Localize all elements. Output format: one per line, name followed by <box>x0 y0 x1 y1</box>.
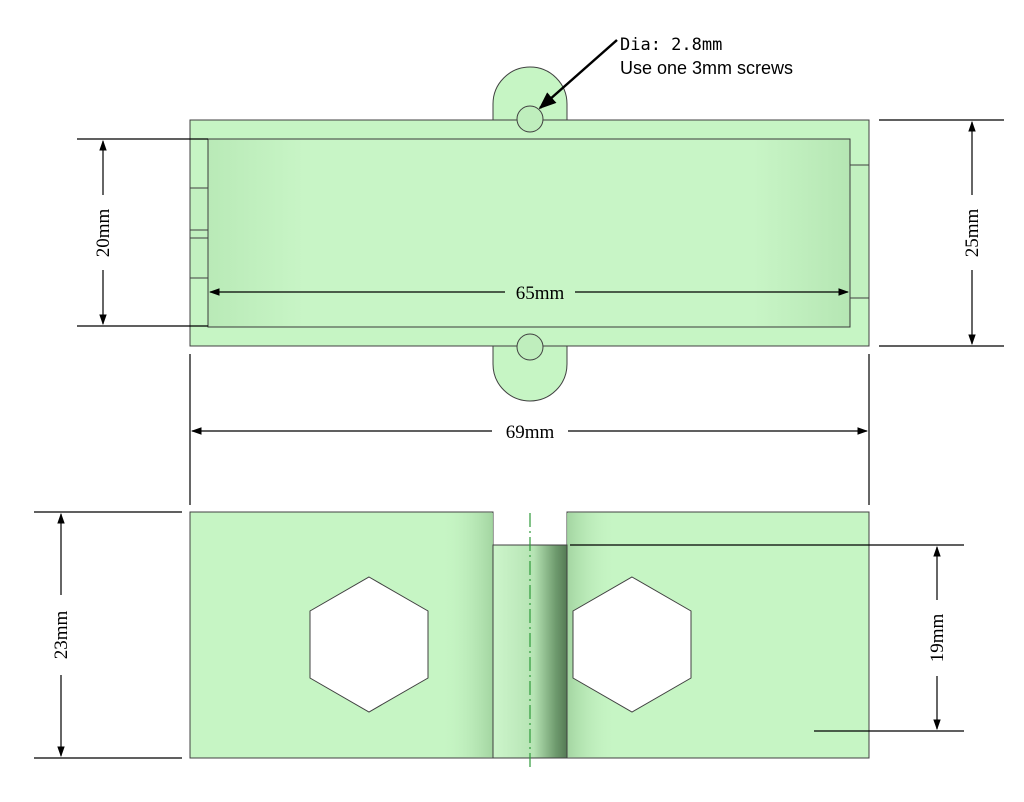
top-view: 65mm 20mm 25mm Dia: 2.8mm Use one 3mm sc… <box>77 35 1004 402</box>
screw-hole-bottom <box>516 333 544 361</box>
hex-hole-left <box>309 576 429 713</box>
dim-label-20: 20mm <box>93 209 114 258</box>
dim-label-65: 65mm <box>516 283 565 304</box>
note-screws: Use one 3mm screws <box>620 58 793 78</box>
side-view: 23mm 19mm <box>34 511 964 770</box>
screw-hole-top <box>516 105 544 133</box>
width-dimension: 69mm <box>189 354 870 505</box>
left-slot-detail <box>189 187 209 279</box>
dim-label-69: 69mm <box>506 422 555 443</box>
dim-label-19: 19mm <box>927 614 948 663</box>
right-slot-detail <box>849 164 870 299</box>
inner-pocket <box>207 138 851 328</box>
dim-label-25: 25mm <box>962 209 983 258</box>
dim-label-23: 23mm <box>51 611 72 660</box>
note-leader <box>538 39 618 110</box>
bottom-mount-tab <box>492 345 568 402</box>
note-diameter: Dia: 2.8mm <box>620 35 722 55</box>
hex-hole-right <box>572 576 692 713</box>
